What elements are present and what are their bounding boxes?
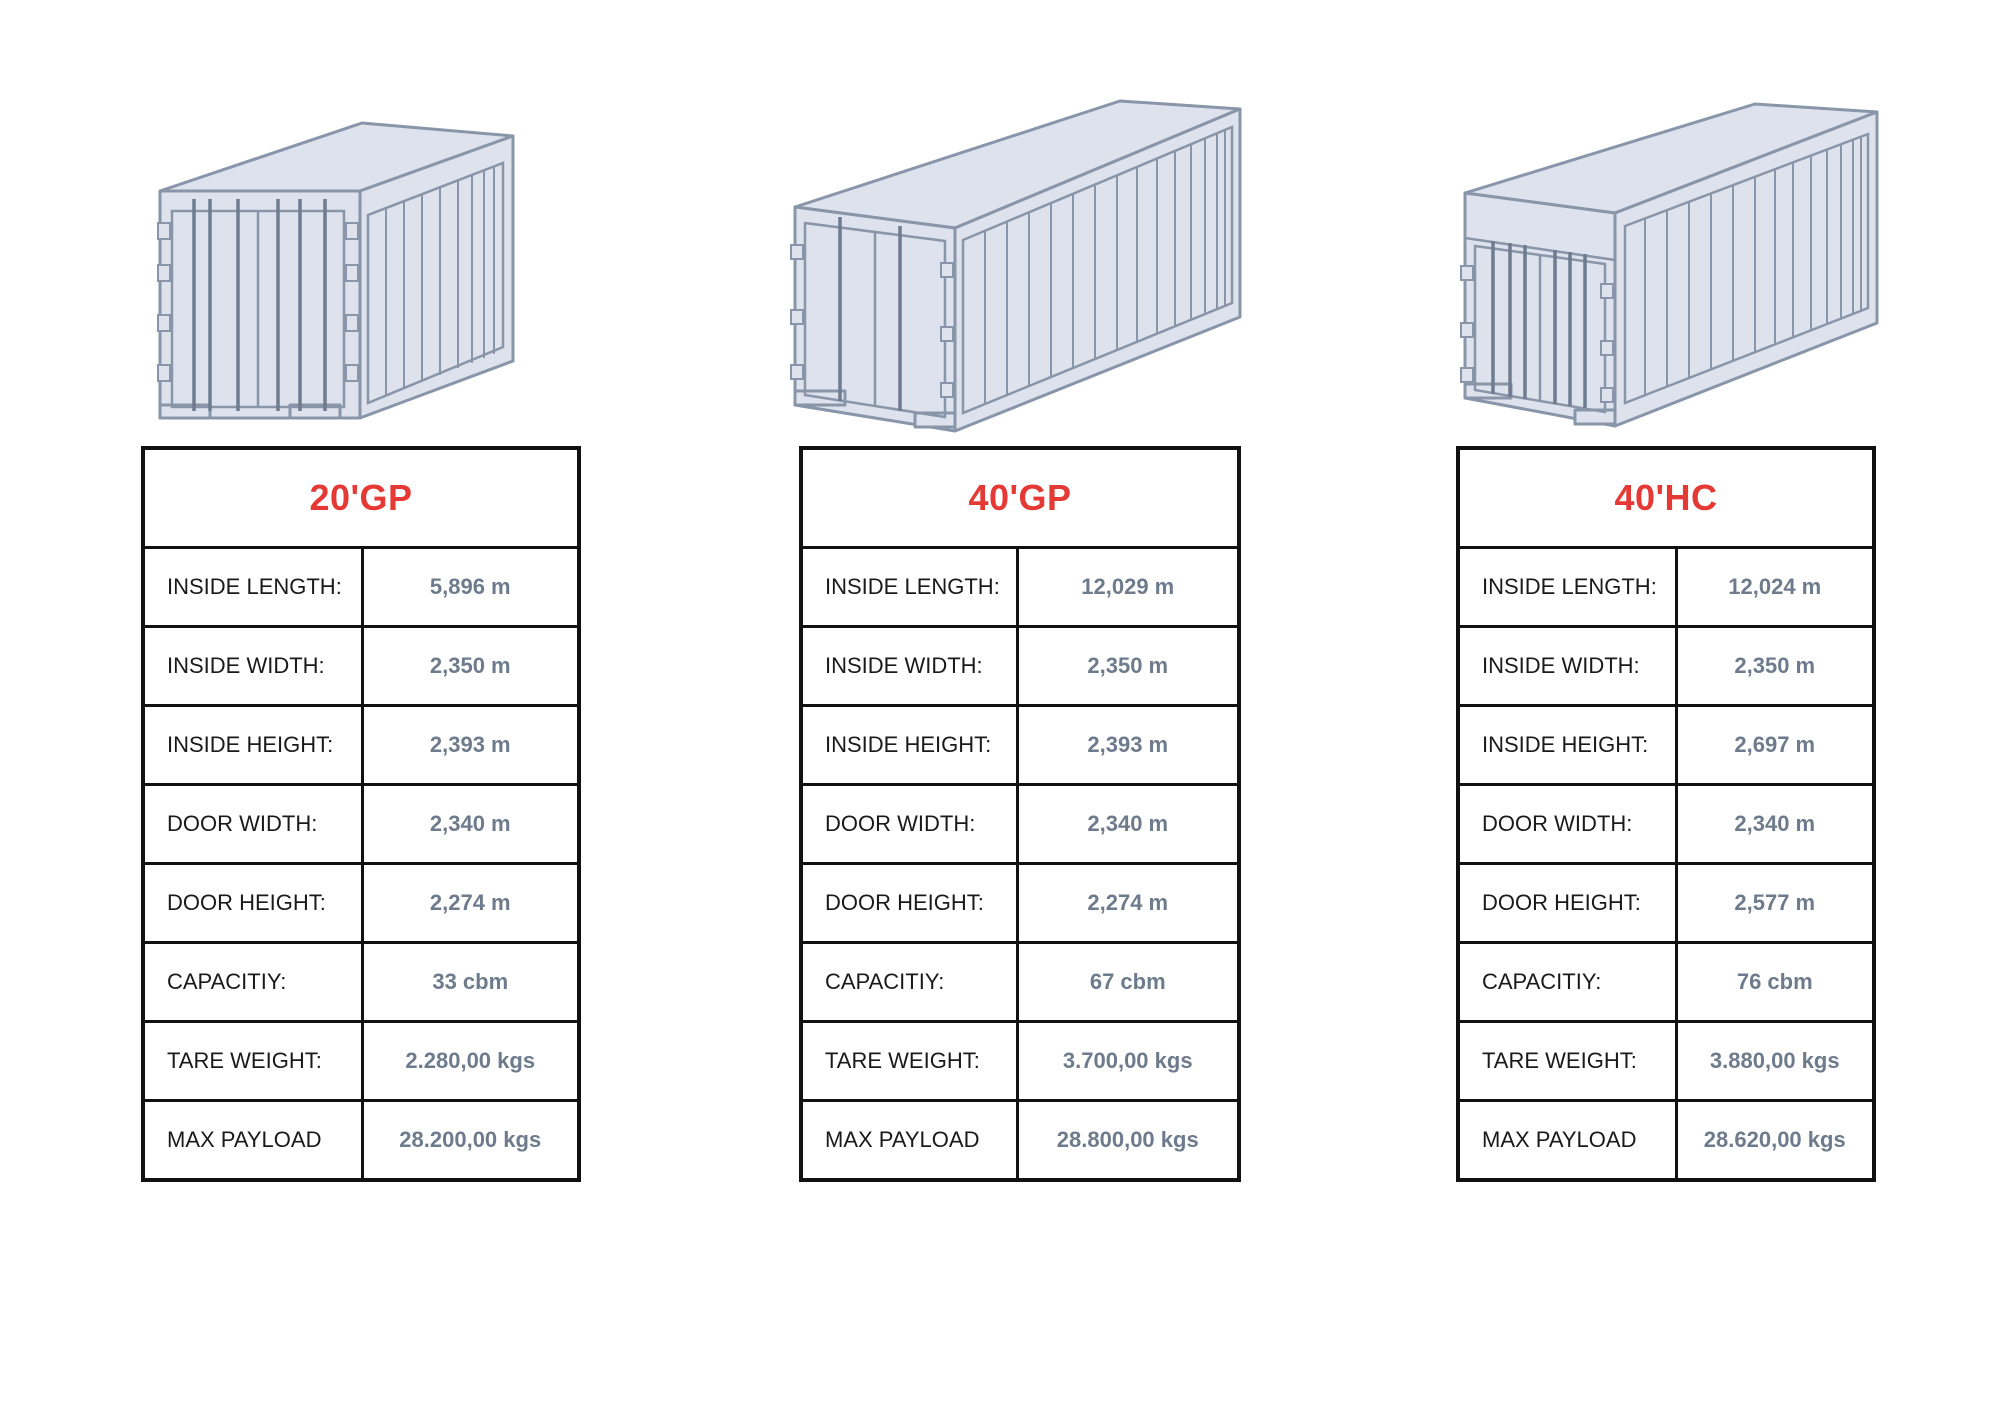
container-40ft-high-cube-illustration: [1460, 102, 1879, 428]
spec-value: 5,896 m: [360, 546, 581, 628]
spec-value: 2,274 m: [360, 862, 581, 944]
spec-header-row: 40'GP: [799, 446, 1241, 549]
spec-label: TARE WEIGHT:: [141, 1020, 364, 1102]
spec-label: TARE WEIGHT:: [1456, 1020, 1678, 1102]
spec-label: DOOR WIDTH:: [141, 783, 364, 865]
spec-value: 12,024 m: [1674, 546, 1876, 628]
spec-label: CAPACITIY:: [799, 941, 1019, 1023]
spec-header-row: 40'HC: [1456, 446, 1876, 549]
spec-label: INSIDE LENGTH:: [1456, 546, 1678, 628]
spec-label: TARE WEIGHT:: [799, 1020, 1019, 1102]
table-row: DOOR WIDTH:2,340 m: [1456, 783, 1876, 865]
spec-value: 3.880,00 kgs: [1674, 1020, 1876, 1102]
table-row: INSIDE WIDTH:2,350 m: [1456, 625, 1876, 707]
spec-label: INSIDE WIDTH:: [141, 625, 364, 707]
spec-value: 67 cbm: [1015, 941, 1241, 1023]
spec-value: 2,340 m: [1015, 783, 1241, 865]
spec-label: DOOR HEIGHT:: [1456, 862, 1678, 944]
table-row: INSIDE WIDTH:2,350 m: [799, 625, 1241, 707]
table-row: CAPACITIY:33 cbm: [141, 941, 581, 1023]
table-row: INSIDE HEIGHT:2,393 m: [141, 704, 581, 786]
table-row: CAPACITIY:67 cbm: [799, 941, 1241, 1023]
spec-value: 2,393 m: [360, 704, 581, 786]
table-row: DOOR HEIGHT:2,274 m: [799, 862, 1241, 944]
table-row: TARE WEIGHT:3.880,00 kgs: [1456, 1020, 1876, 1102]
spec-label: INSIDE HEIGHT:: [1456, 704, 1678, 786]
spec-value: 2,274 m: [1015, 862, 1241, 944]
spec-value: 3.700,00 kgs: [1015, 1020, 1241, 1102]
spec-value: 2,340 m: [1674, 783, 1876, 865]
spec-value: 2,350 m: [360, 625, 581, 707]
container-20ft-illustration: [157, 121, 515, 420]
spec-value: 2,577 m: [1674, 862, 1876, 944]
spec-value: 2.280,00 kgs: [360, 1020, 581, 1102]
table-row: DOOR HEIGHT:2,274 m: [141, 862, 581, 944]
spec-table-40hc: 40'HC INSIDE LENGTH:12,024 m INSIDE WIDT…: [1456, 446, 1877, 1182]
table-row: CAPACITIY:76 cbm: [1456, 941, 1876, 1023]
spec-header-row: 20'GP: [141, 446, 581, 549]
table-row: DOOR WIDTH:2,340 m: [141, 783, 581, 865]
spec-label: INSIDE LENGTH:: [799, 546, 1019, 628]
spec-label: MAX PAYLOAD: [799, 1099, 1019, 1182]
spec-table-20gp: 20'GP INSIDE LENGTH:5,896 m INSIDE WIDTH…: [141, 446, 581, 1182]
table-row: DOOR WIDTH:2,340 m: [799, 783, 1241, 865]
spec-label: INSIDE LENGTH:: [141, 546, 364, 628]
spec-label: DOOR WIDTH:: [1456, 783, 1678, 865]
spec-value: 76 cbm: [1674, 941, 1876, 1023]
spec-label: CAPACITIY:: [141, 941, 364, 1023]
spec-label: INSIDE WIDTH:: [1456, 625, 1678, 707]
table-row: INSIDE WIDTH:2,350 m: [141, 625, 581, 707]
spec-label: INSIDE HEIGHT:: [141, 704, 364, 786]
container-40ft-illustration: [790, 99, 1242, 433]
spec-label: DOOR HEIGHT:: [799, 862, 1019, 944]
table-row: INSIDE LENGTH:12,029 m: [799, 546, 1241, 628]
spec-value: 2,350 m: [1015, 625, 1241, 707]
table-row: DOOR HEIGHT:2,577 m: [1456, 862, 1876, 944]
container-title: 40'HC: [1456, 446, 1876, 549]
spec-value: 2,350 m: [1674, 625, 1876, 707]
spec-label: INSIDE HEIGHT:: [799, 704, 1019, 786]
table-row: INSIDE HEIGHT:2,393 m: [799, 704, 1241, 786]
spec-table-40gp: 40'GP INSIDE LENGTH:12,029 m INSIDE WIDT…: [799, 446, 1241, 1182]
table-row: TARE WEIGHT:3.700,00 kgs: [799, 1020, 1241, 1102]
table-row: INSIDE HEIGHT:2,697 m: [1456, 704, 1876, 786]
table-row: INSIDE LENGTH:12,024 m: [1456, 546, 1876, 628]
container-title: 20'GP: [141, 446, 581, 549]
spec-label: MAX PAYLOAD: [141, 1099, 364, 1182]
spec-value: 2,393 m: [1015, 704, 1241, 786]
spec-value: 28.200,00 kgs: [360, 1099, 581, 1182]
spec-label: CAPACITIY:: [1456, 941, 1678, 1023]
container-title: 40'GP: [799, 446, 1241, 549]
spec-label: DOOR WIDTH:: [799, 783, 1019, 865]
table-row: TARE WEIGHT:2.280,00 kgs: [141, 1020, 581, 1102]
spec-value: 12,029 m: [1015, 546, 1241, 628]
spec-value: 28.800,00 kgs: [1015, 1099, 1241, 1182]
spec-label: INSIDE WIDTH:: [799, 625, 1019, 707]
spec-value: 28.620,00 kgs: [1674, 1099, 1876, 1182]
spec-value: 2,340 m: [360, 783, 581, 865]
table-row: INSIDE LENGTH:5,896 m: [141, 546, 581, 628]
spec-label: MAX PAYLOAD: [1456, 1099, 1678, 1182]
spec-value: 33 cbm: [360, 941, 581, 1023]
spec-value: 2,697 m: [1674, 704, 1876, 786]
spec-label: DOOR HEIGHT:: [141, 862, 364, 944]
